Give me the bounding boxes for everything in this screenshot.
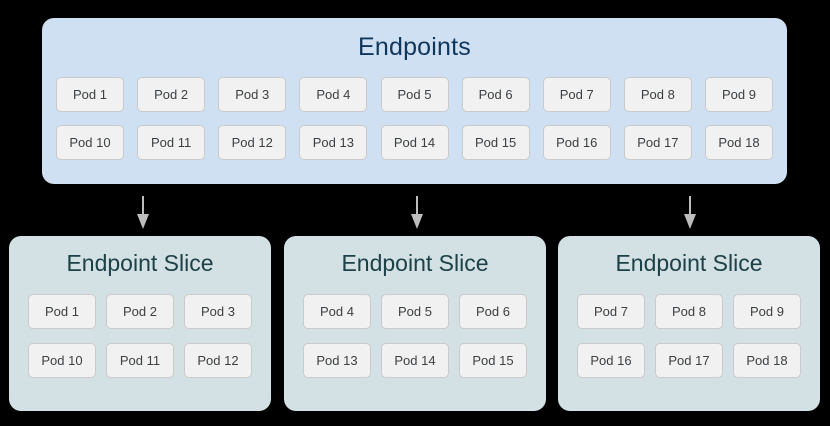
pod-chip[interactable]: Pod 8 <box>623 77 692 112</box>
pod-chip[interactable]: Pod 7 <box>542 77 611 112</box>
pod-chip[interactable]: Pod 1 <box>56 77 124 112</box>
slice-pod-grid: Pod 7 Pod 8 Pod 9 Pod 16 Pod 17 Pod 18 <box>577 294 801 378</box>
pod-chip[interactable]: Pod 16 <box>542 125 611 160</box>
endpoint-slice-title: Endpoint Slice <box>341 250 489 276</box>
pod-chip[interactable]: Pod 17 <box>655 343 723 378</box>
pod-chip[interactable]: Pod 14 <box>381 343 449 378</box>
pod-chip[interactable]: Pod 15 <box>461 125 530 160</box>
pod-chip[interactable]: Pod 9 <box>733 294 801 329</box>
pod-chip[interactable]: Pod 4 <box>303 294 371 329</box>
endpoints-pod-row-1: Pod 1 Pod 2 Pod 3 Pod 4 Pod 5 Pod 6 Pod … <box>56 77 773 112</box>
arrow-down-icon-1 <box>136 196 150 229</box>
endpoint-slice-box-1: Endpoint Slice Pod 1 Pod 2 Pod 3 Pod 10 … <box>9 236 271 411</box>
pod-chip[interactable]: Pod 2 <box>106 294 174 329</box>
arrow-head <box>137 214 149 229</box>
slice-pod-row-1: Pod 4 Pod 5 Pod 6 <box>303 294 527 329</box>
slice-pod-row-2: Pod 16 Pod 17 Pod 18 <box>577 343 801 378</box>
pod-chip[interactable]: Pod 13 <box>303 343 371 378</box>
pod-chip[interactable]: Pod 11 <box>137 125 206 160</box>
pod-chip[interactable]: Pod 2 <box>137 77 206 112</box>
pod-chip[interactable]: Pod 3 <box>184 294 252 329</box>
arrow-shaft <box>142 196 144 218</box>
arrow-shaft <box>689 196 691 218</box>
pod-chip[interactable]: Pod 6 <box>461 77 530 112</box>
pod-chip[interactable]: Pod 11 <box>106 343 174 378</box>
pod-chip[interactable]: Pod 15 <box>459 343 527 378</box>
pod-chip[interactable]: Pod 18 <box>705 125 773 160</box>
slice-pod-row-2: Pod 13 Pod 14 Pod 15 <box>303 343 527 378</box>
pod-chip[interactable]: Pod 5 <box>380 77 449 112</box>
pod-chip[interactable]: Pod 14 <box>380 125 449 160</box>
pod-chip[interactable]: Pod 4 <box>299 77 368 112</box>
slice-pod-row-1: Pod 7 Pod 8 Pod 9 <box>577 294 801 329</box>
arrow-down-icon-2 <box>410 196 424 229</box>
slice-pod-grid: Pod 1 Pod 2 Pod 3 Pod 10 Pod 11 Pod 12 <box>28 294 252 378</box>
endpoints-title: Endpoints <box>358 33 471 61</box>
pod-chip[interactable]: Pod 12 <box>184 343 252 378</box>
pod-chip[interactable]: Pod 1 <box>28 294 96 329</box>
endpoints-pod-row-2: Pod 10 Pod 11 Pod 12 Pod 13 Pod 14 Pod 1… <box>56 125 773 160</box>
pod-chip[interactable]: Pod 6 <box>459 294 527 329</box>
slice-pod-grid: Pod 4 Pod 5 Pod 6 Pod 13 Pod 14 Pod 15 <box>303 294 527 378</box>
arrow-down-icon-3 <box>683 196 697 229</box>
endpoints-pod-grid: Pod 1 Pod 2 Pod 3 Pod 4 Pod 5 Pod 6 Pod … <box>56 77 773 160</box>
endpoint-slice-box-2: Endpoint Slice Pod 4 Pod 5 Pod 6 Pod 13 … <box>284 236 546 411</box>
arrow-head <box>411 214 423 229</box>
pod-chip[interactable]: Pod 10 <box>56 125 124 160</box>
pod-chip[interactable]: Pod 13 <box>299 125 368 160</box>
slice-pod-row-1: Pod 1 Pod 2 Pod 3 <box>28 294 252 329</box>
endpoint-slice-box-3: Endpoint Slice Pod 7 Pod 8 Pod 9 Pod 16 … <box>558 236 820 411</box>
arrow-head <box>684 214 696 229</box>
pod-chip[interactable]: Pod 10 <box>28 343 96 378</box>
endpoints-box: Endpoints Pod 1 Pod 2 Pod 3 Pod 4 Pod 5 … <box>42 18 787 184</box>
pod-chip[interactable]: Pod 5 <box>381 294 449 329</box>
pod-chip[interactable]: Pod 16 <box>577 343 645 378</box>
pod-chip[interactable]: Pod 12 <box>218 125 287 160</box>
endpoint-slice-title: Endpoint Slice <box>66 250 214 276</box>
pod-chip[interactable]: Pod 18 <box>733 343 801 378</box>
slice-pod-row-2: Pod 10 Pod 11 Pod 12 <box>28 343 252 378</box>
pod-chip[interactable]: Pod 3 <box>218 77 287 112</box>
pod-chip[interactable]: Pod 7 <box>577 294 645 329</box>
pod-chip[interactable]: Pod 9 <box>705 77 773 112</box>
arrow-shaft <box>416 196 418 218</box>
pod-chip[interactable]: Pod 8 <box>655 294 723 329</box>
pod-chip[interactable]: Pod 17 <box>623 125 692 160</box>
endpoint-slice-title: Endpoint Slice <box>615 250 763 276</box>
